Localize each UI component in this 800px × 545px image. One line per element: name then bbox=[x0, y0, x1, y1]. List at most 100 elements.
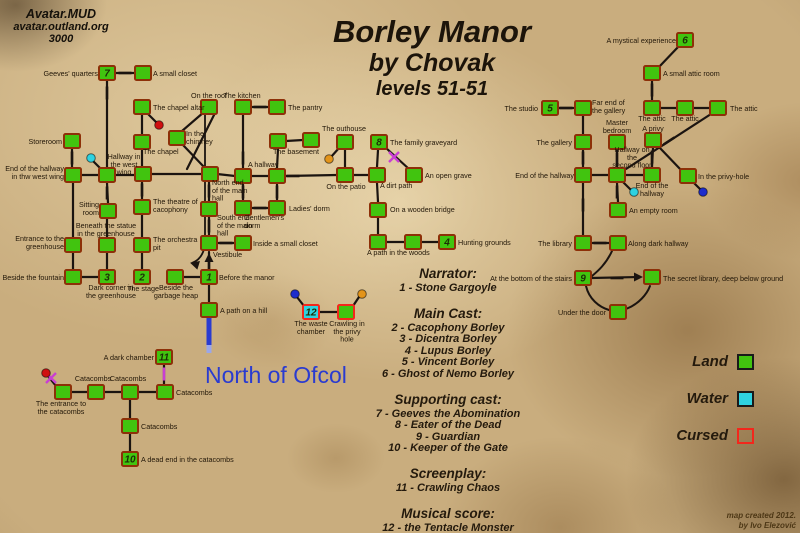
map-room: 4 bbox=[438, 234, 456, 250]
cast-section-header: Supporting cast: bbox=[394, 391, 502, 407]
map-room bbox=[98, 167, 116, 183]
cast-section-header: Main Cast: bbox=[413, 305, 483, 321]
map-room bbox=[200, 235, 218, 251]
map-room-box bbox=[644, 132, 662, 148]
room-label: The family graveyard bbox=[390, 138, 457, 147]
map-room bbox=[574, 167, 592, 183]
corridor-curve bbox=[625, 285, 651, 310]
map-room bbox=[54, 384, 72, 400]
map-room bbox=[234, 99, 252, 115]
map-room-box bbox=[609, 235, 627, 251]
cast-member: 10 - Keeper of the Gate bbox=[388, 442, 508, 455]
legend-swatch-cursed bbox=[737, 427, 754, 444]
map-room-box bbox=[368, 167, 386, 183]
map-room: 6 bbox=[676, 32, 694, 48]
map-room-cursed-box bbox=[302, 304, 320, 320]
map-room bbox=[201, 166, 219, 182]
room-label: The attic bbox=[730, 104, 758, 113]
map-room-box bbox=[200, 269, 218, 285]
map-room-box bbox=[134, 65, 152, 81]
map-room bbox=[133, 199, 151, 215]
cast-member: 8 - Eater of the Dead bbox=[394, 419, 502, 432]
room-label: Catacombs bbox=[141, 422, 178, 431]
map-room bbox=[709, 100, 727, 116]
orange-exit-dot bbox=[357, 289, 367, 299]
cast-member: 6 - Ghost of Nemo Borley bbox=[381, 367, 515, 380]
map-room bbox=[200, 99, 218, 115]
map-room-box bbox=[201, 166, 219, 182]
map-room bbox=[134, 166, 152, 182]
map-room-box bbox=[133, 199, 151, 215]
room-label: A mystical experience bbox=[606, 36, 676, 45]
map-room bbox=[679, 168, 697, 184]
cast-member: 4 - Lupus Borley bbox=[404, 344, 492, 357]
map-room-box bbox=[676, 32, 694, 48]
one-way-arrow bbox=[204, 253, 214, 262]
map-room-box bbox=[200, 235, 218, 251]
map-room-box bbox=[643, 65, 661, 81]
map-title-author: by Chovak bbox=[368, 49, 496, 77]
map-room bbox=[234, 235, 252, 251]
blue-exit-dot bbox=[290, 289, 300, 299]
credit-line-1: map created 2012. bbox=[726, 511, 796, 520]
map-room-box bbox=[98, 65, 116, 81]
room-label: Catacombs bbox=[176, 388, 213, 397]
map-room bbox=[134, 65, 152, 81]
map-room-box bbox=[370, 134, 388, 150]
map-room bbox=[64, 237, 82, 253]
cyan-exit-dot bbox=[86, 153, 96, 163]
map-room: 11 bbox=[155, 349, 173, 365]
room-label: On the roof bbox=[191, 91, 227, 100]
map-room bbox=[405, 167, 423, 183]
room-label: A hallway bbox=[248, 160, 279, 169]
map-room-box bbox=[268, 168, 286, 184]
corridor bbox=[692, 181, 702, 191]
room-label: The pantry bbox=[288, 103, 323, 112]
map-room bbox=[337, 304, 355, 320]
map-room bbox=[609, 304, 627, 320]
map-room-box bbox=[643, 100, 661, 116]
red-exit-dot bbox=[41, 368, 51, 378]
map-room-box bbox=[121, 451, 139, 467]
corridor-curve bbox=[585, 285, 610, 311]
map-room bbox=[268, 200, 286, 216]
map-credit: map created 2012. by Ivo Elezović bbox=[727, 511, 796, 531]
room-number: 3 bbox=[104, 273, 110, 284]
room-label: The stage bbox=[127, 284, 159, 293]
map-room bbox=[368, 167, 386, 183]
map-room-box bbox=[369, 202, 387, 218]
credit-line-2: by Ivo Elezović bbox=[738, 521, 796, 530]
cast-member: 12 - the Tentacle Monster bbox=[382, 521, 514, 534]
legend-row: Cursed bbox=[658, 427, 754, 444]
room-label: A path in the woods bbox=[367, 248, 430, 257]
corridor bbox=[657, 145, 683, 172]
blue-exit-dot bbox=[698, 187, 708, 197]
room-label: A path on a hill bbox=[220, 306, 268, 315]
room-label: The kitchen bbox=[223, 91, 260, 100]
one-way-arrow bbox=[190, 261, 200, 270]
map-room bbox=[133, 99, 151, 115]
map-room bbox=[643, 269, 661, 285]
cast-member: 11 - Crawling Chaos bbox=[395, 481, 501, 494]
map-room bbox=[63, 133, 81, 149]
map-room bbox=[200, 302, 218, 318]
map-room: 1 bbox=[200, 269, 218, 285]
room-label: The chapel altar bbox=[153, 103, 205, 112]
map-room bbox=[268, 168, 286, 184]
map-room-box bbox=[133, 237, 151, 253]
room-label: Before the manor bbox=[219, 273, 275, 282]
room-label: An open grave bbox=[425, 171, 472, 180]
cast-section-header: Musical score: bbox=[401, 505, 495, 521]
map-room-box bbox=[64, 237, 82, 253]
room-label: The attic bbox=[671, 114, 699, 123]
map-room-box bbox=[608, 134, 626, 150]
map-room-box bbox=[643, 269, 661, 285]
